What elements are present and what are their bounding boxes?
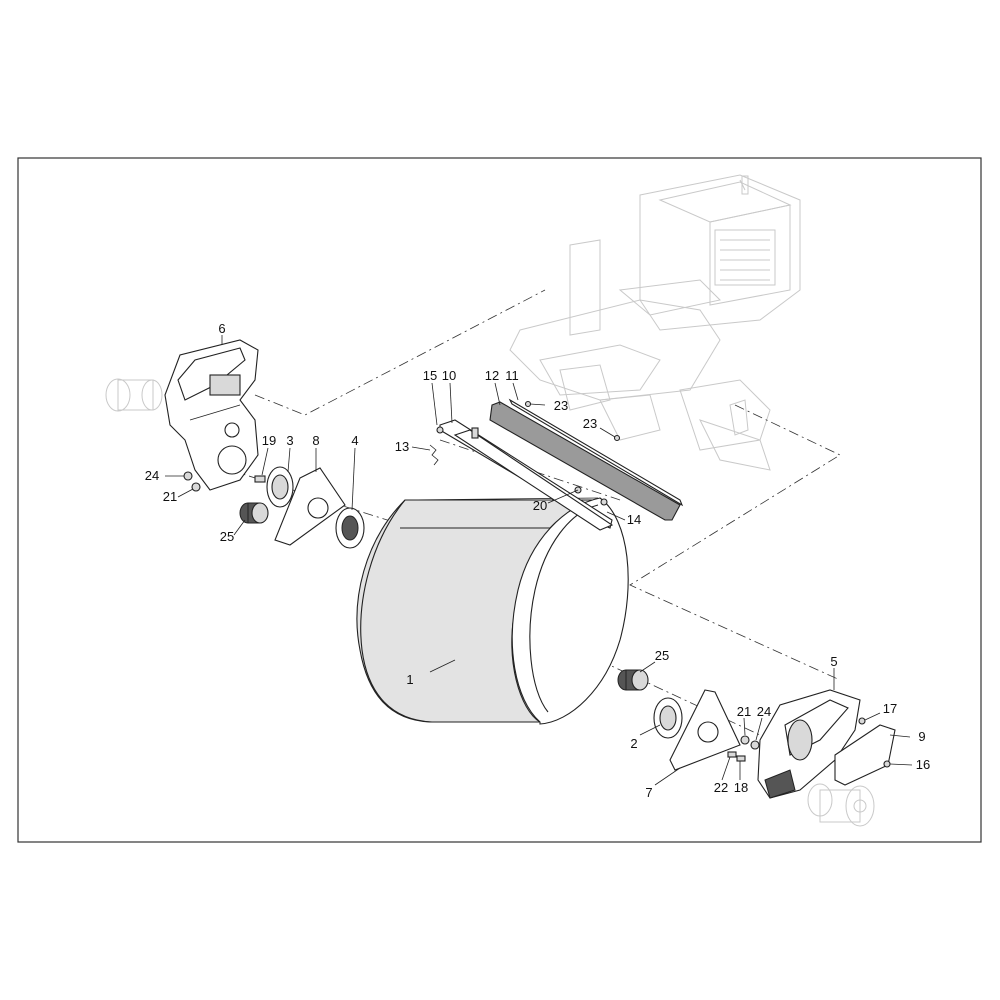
callout-10: 10 <box>442 368 456 383</box>
callout-20: 20 <box>533 498 547 513</box>
right-motor-ghost <box>807 783 875 827</box>
bearing-flange-left <box>266 466 294 508</box>
left-motor-ghost <box>105 378 163 412</box>
ghost-machine-body <box>509 174 801 471</box>
callout-18: 18 <box>734 780 748 795</box>
rubber-buffer-left <box>239 502 269 524</box>
bolt-22 <box>727 751 737 758</box>
nut-24-right <box>750 740 760 750</box>
callout-11: 11 <box>505 368 519 383</box>
bearing-flange-right <box>653 697 683 739</box>
callout-19: 19 <box>262 433 276 448</box>
callout-6: 6 <box>218 321 225 336</box>
callout-14: 14 <box>627 512 641 527</box>
spacer-19 <box>254 475 266 483</box>
leader-lines <box>165 335 913 786</box>
callout-24-right: 24 <box>757 704 771 719</box>
callout-23-lower: 23 <box>583 416 597 431</box>
left-side-bracket <box>164 339 259 491</box>
callout-labels: 1 2 3 4 5 6 7 8 9 10 11 12 13 14 15 16 1… <box>145 321 930 800</box>
triangular-plate-right <box>669 689 741 771</box>
scraper-assembly <box>429 398 684 531</box>
bolt-18 <box>736 755 746 762</box>
callout-21-right: 21 <box>737 704 751 719</box>
callout-3: 3 <box>286 433 293 448</box>
callout-5: 5 <box>830 654 837 669</box>
screw-17 <box>858 717 866 725</box>
callout-15: 15 <box>423 368 437 383</box>
callout-25-left: 25 <box>220 529 234 544</box>
callout-24-left: 24 <box>145 468 159 483</box>
screw-16 <box>883 760 891 768</box>
callout-22: 22 <box>714 780 728 795</box>
callout-4: 4 <box>351 433 358 448</box>
washer-21-left <box>191 482 201 492</box>
washer-21-right <box>740 735 750 745</box>
callout-17: 17 <box>883 701 897 716</box>
callout-16: 16 <box>916 757 930 772</box>
callout-13: 13 <box>395 439 409 454</box>
callout-7: 7 <box>645 785 652 800</box>
callout-8: 8 <box>312 433 319 448</box>
drawing-frame <box>17 157 982 843</box>
drum <box>356 497 629 725</box>
bearing-ring-left <box>335 507 365 549</box>
triangular-plate-left <box>274 467 346 546</box>
callout-21-left: 21 <box>163 489 177 504</box>
callout-25-right: 25 <box>655 648 669 663</box>
nut-24-left <box>183 471 193 481</box>
callout-1: 1 <box>406 672 413 687</box>
rubber-buffer-right <box>617 669 649 691</box>
callout-23-upper: 23 <box>554 398 568 413</box>
callout-2: 2 <box>630 736 637 751</box>
callout-9: 9 <box>918 729 925 744</box>
callout-12: 12 <box>485 368 499 383</box>
right-side-bracket <box>757 689 861 799</box>
